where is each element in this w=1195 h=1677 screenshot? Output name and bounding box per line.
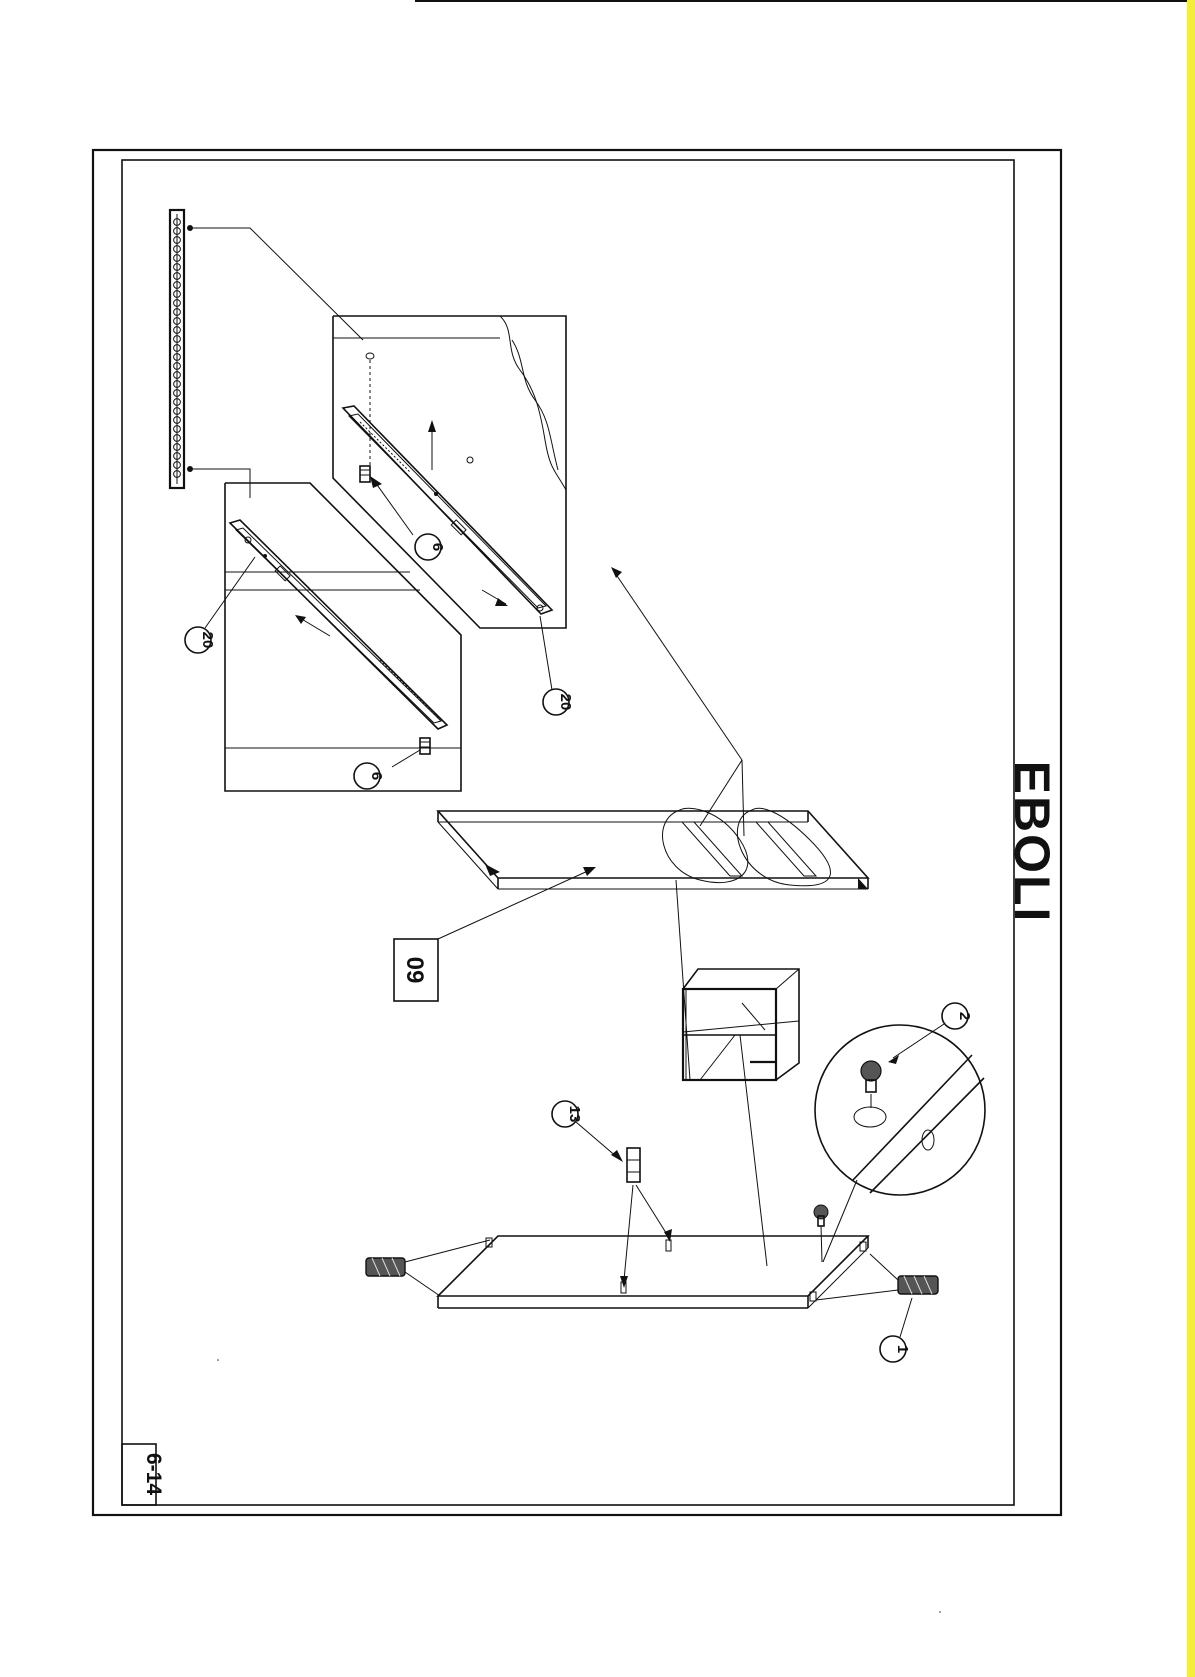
perforated-strip — [170, 210, 193, 488]
callout-number: 6 — [429, 543, 446, 551]
callout-number: 20 — [557, 694, 574, 711]
magnified-detail — [815, 1025, 985, 1262]
callout-rail-left: 20 — [185, 557, 255, 653]
callout-number: 1 — [894, 1345, 911, 1353]
dowel-icon — [816, 1254, 938, 1300]
drawer-rail-left — [230, 520, 447, 729]
drawer-panel — [438, 808, 868, 889]
scan-yellow-edge — [1187, 0, 1195, 1677]
outer-frame — [93, 150, 1061, 1515]
callout-number: 20 — [199, 632, 216, 649]
callout-number: 6 — [368, 772, 385, 780]
connector-icon — [620, 1148, 672, 1288]
callout-screw-left: 6 — [354, 763, 385, 789]
panel-code: 09 — [401, 957, 428, 984]
cabinet-preview — [676, 880, 799, 1266]
callout-number: 2 — [956, 1012, 973, 1020]
leader-panel-1 — [700, 760, 742, 826]
screw-icon — [392, 738, 430, 767]
callout-dowel: 1 — [880, 1298, 912, 1362]
callout-screw-right: 6 — [415, 534, 446, 560]
leader-panel-2 — [742, 760, 744, 836]
detail-box-right — [333, 316, 566, 628]
callout-number: 13 — [566, 1106, 583, 1123]
callout-rail-right: 20 — [540, 616, 574, 715]
page-number: 6-14 — [142, 1453, 165, 1495]
scan-dot — [217, 1359, 219, 1361]
drawer-rail-right — [343, 406, 552, 614]
cam-lock-icon — [814, 1205, 828, 1262]
leader-panel-3 — [613, 570, 742, 760]
page-number-box: 6-14 — [122, 1444, 165, 1505]
detail-box-left — [225, 483, 461, 791]
product-title: EBOLI — [1004, 761, 1060, 924]
leader-strip-top — [190, 228, 363, 340]
panel-code-box: 09 — [394, 867, 596, 1001]
callout-cam-lock: 2 — [888, 1003, 973, 1064]
bottom-board — [438, 1236, 868, 1308]
dowel-icon — [366, 1240, 490, 1296]
screw-icon — [360, 466, 413, 535]
callout-connector: 13 — [552, 1101, 623, 1162]
inner-frame — [122, 160, 1014, 1505]
scan-dot — [939, 1611, 941, 1613]
